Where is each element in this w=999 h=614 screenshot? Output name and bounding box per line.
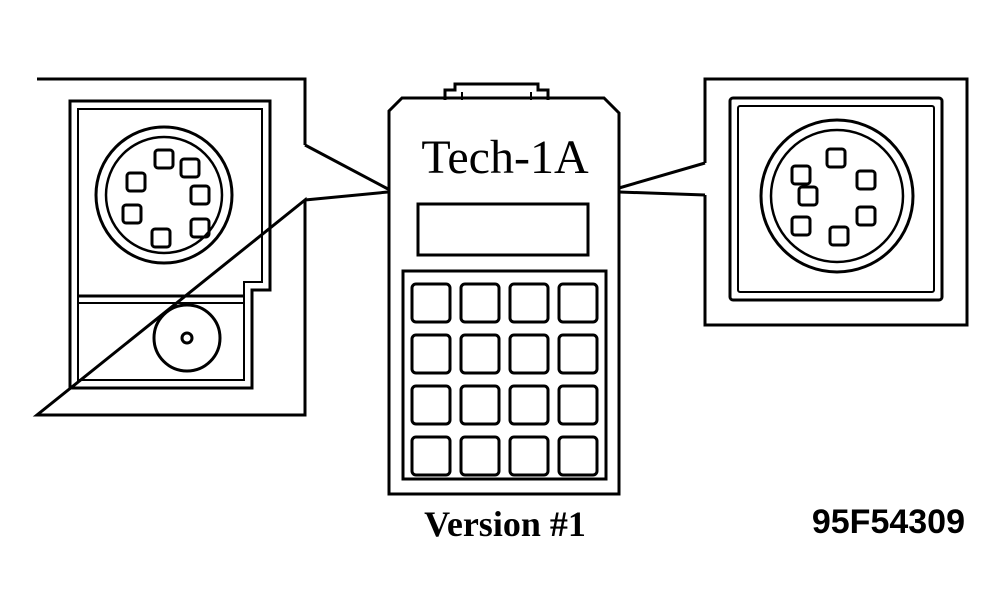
keypad-key	[410, 384, 452, 426]
keypad-key	[508, 282, 550, 324]
keypad-key	[459, 282, 501, 324]
left-pin	[121, 203, 143, 225]
device-keypad	[410, 282, 599, 477]
right-pin	[797, 185, 819, 207]
keypad-key	[410, 435, 452, 477]
keypad-key	[508, 384, 550, 426]
right-pin	[855, 205, 877, 227]
device-keypad-frame	[401, 269, 608, 481]
device-title: Tech-1A	[421, 131, 589, 184]
left-pin	[189, 217, 211, 239]
right-connector-detail	[703, 77, 969, 327]
right-pin	[790, 164, 812, 186]
right-pin	[855, 169, 877, 191]
left-round-socket	[152, 303, 222, 373]
right-panel-outline	[703, 77, 969, 327]
keypad-key	[410, 333, 452, 375]
keypad-key	[459, 435, 501, 477]
left-pin	[153, 148, 175, 170]
right-pin	[790, 215, 812, 237]
figure-code: 95F54309	[812, 503, 965, 541]
keypad-key	[557, 333, 599, 375]
left-pin	[125, 171, 147, 193]
right-pin	[828, 225, 850, 247]
left-connector-detail	[32, 77, 307, 417]
device-display	[416, 202, 590, 257]
left-pin	[150, 227, 172, 249]
keypad-key	[557, 282, 599, 324]
keypad-key	[459, 333, 501, 375]
device-body	[387, 96, 621, 496]
left-pin	[189, 184, 211, 206]
left-pin	[179, 157, 201, 179]
keypad-key	[410, 282, 452, 324]
version-caption: Version #1	[424, 504, 586, 544]
keypad-key	[459, 384, 501, 426]
left-round-connector	[94, 125, 234, 265]
keypad-key	[557, 435, 599, 477]
device-top-connector	[443, 82, 550, 100]
keypad-key	[508, 333, 550, 375]
left-inner-frame	[68, 99, 272, 390]
tech1a-device	[387, 82, 621, 496]
right-pin	[825, 147, 847, 169]
keypad-key	[557, 384, 599, 426]
keypad-key	[508, 435, 550, 477]
right-round-connector	[759, 118, 915, 274]
